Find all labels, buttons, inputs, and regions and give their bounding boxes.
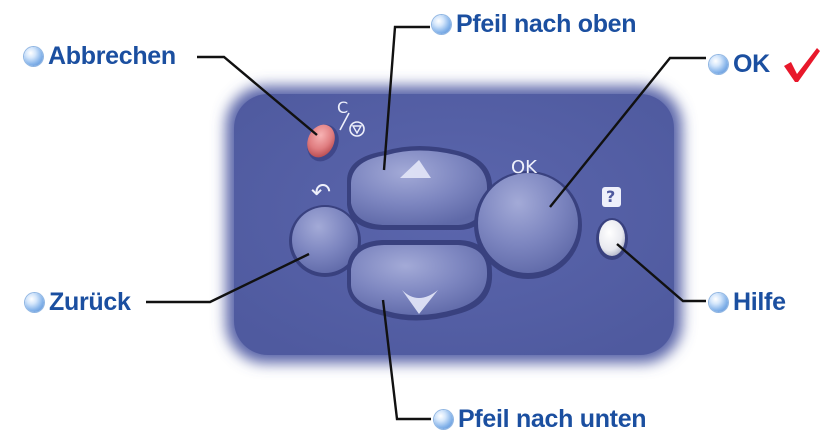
leader-help [616,243,706,303]
bullet-icon [434,410,453,429]
leader-back [146,252,310,304]
bullet-icon [432,15,451,34]
callout-back-label: Zurück [49,288,131,316]
leader-cancel [197,55,318,136]
callout-ok: OK [709,44,821,84]
down-arrow-icon [402,290,438,314]
callout-help-label: Hilfe [733,288,786,316]
callout-help: Hilfe [709,290,786,315]
stop-icon [339,112,365,137]
ok-key[interactable] [474,171,582,279]
help-key[interactable] [596,218,628,260]
ok-key-label: OK [511,157,537,178]
callout-cancel-label: Abbrechen [48,42,176,70]
up-arrow-key[interactable] [347,146,493,230]
callout-back: Zurück [25,290,131,315]
bullet-icon [24,47,43,66]
help-key-label: ? [606,187,616,206]
callout-up-label: Pfeil nach oben [456,10,637,38]
bullet-icon [25,293,44,312]
leader-ok [549,56,706,208]
up-arrow-icon [400,160,431,178]
back-key[interactable] [289,205,361,277]
bullet-icon [709,54,728,74]
back-key-icon: ↶ [311,178,332,206]
callout-down: Pfeil nach unten [434,405,647,433]
leader-up [382,25,430,171]
callout-down-label: Pfeil nach unten [458,405,647,433]
leader-lines [146,25,706,421]
cancel-key-label: C [337,98,349,117]
bullet-icon [709,293,728,312]
callout-cancel: Abbrechen [24,44,176,69]
check-mark-icon [783,48,820,82]
callout-up: Pfeil nach oben [432,10,637,38]
callout-ok-label: OK [733,49,770,78]
leader-down [381,299,431,421]
help-icon-box [602,187,621,207]
